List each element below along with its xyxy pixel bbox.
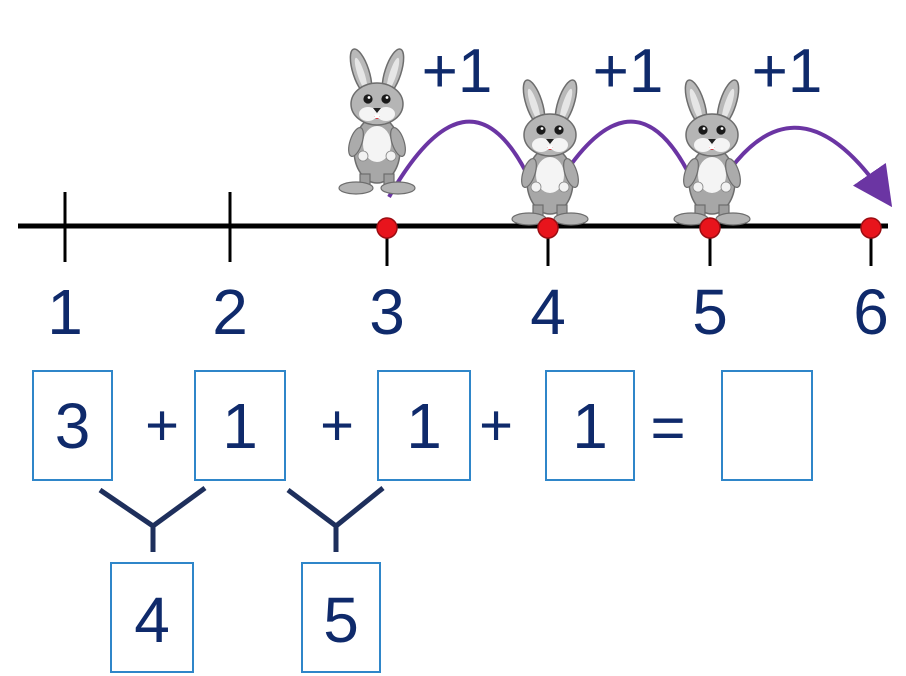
term-value: 1 xyxy=(572,390,608,462)
tick-label: 1 xyxy=(47,276,83,348)
term-value: 3 xyxy=(55,390,91,462)
marked-points xyxy=(376,217,882,239)
partial-sum-value: 5 xyxy=(323,584,359,656)
tick-label: 5 xyxy=(692,276,728,348)
number-line: 1 2 3 4 5 6 xyxy=(18,192,889,348)
partial-sum-box xyxy=(110,562,194,673)
plus-sign: + xyxy=(320,393,354,458)
bunny-icon xyxy=(673,76,751,226)
equals-sign: = xyxy=(650,394,685,461)
hop-label: +1 xyxy=(752,37,823,106)
hop-arc xyxy=(387,119,528,198)
tick-label: 3 xyxy=(369,276,405,348)
bunny-icon xyxy=(511,76,589,226)
partial-sum-value: 4 xyxy=(134,584,170,656)
marked-point xyxy=(537,217,559,239)
bunnies xyxy=(338,45,751,226)
sum-bracket xyxy=(98,485,207,552)
marked-point xyxy=(376,217,398,239)
term-box xyxy=(194,370,286,481)
hop-labels: +1 +1 +1 xyxy=(422,37,823,106)
marked-point xyxy=(699,217,721,239)
plus-sign: + xyxy=(479,393,513,458)
hop-arcs xyxy=(387,119,893,208)
tick-label: 6 xyxy=(853,276,889,348)
term-box xyxy=(377,370,471,481)
answer-box xyxy=(721,370,813,481)
hop-label: +1 xyxy=(593,37,664,106)
tick-label: 4 xyxy=(530,276,566,348)
term-value: 1 xyxy=(222,390,258,462)
plus-sign: + xyxy=(145,393,179,458)
term-value: 1 xyxy=(406,390,442,462)
equation: 3 1 1 1 + + + = xyxy=(32,370,813,481)
term-box xyxy=(32,370,113,481)
tick-label: 2 xyxy=(212,276,248,348)
hop-label: +1 xyxy=(422,37,493,106)
partial-sum-box xyxy=(301,562,381,673)
term-box xyxy=(545,370,635,481)
marked-point xyxy=(860,217,882,239)
sum-bracket xyxy=(286,486,385,552)
